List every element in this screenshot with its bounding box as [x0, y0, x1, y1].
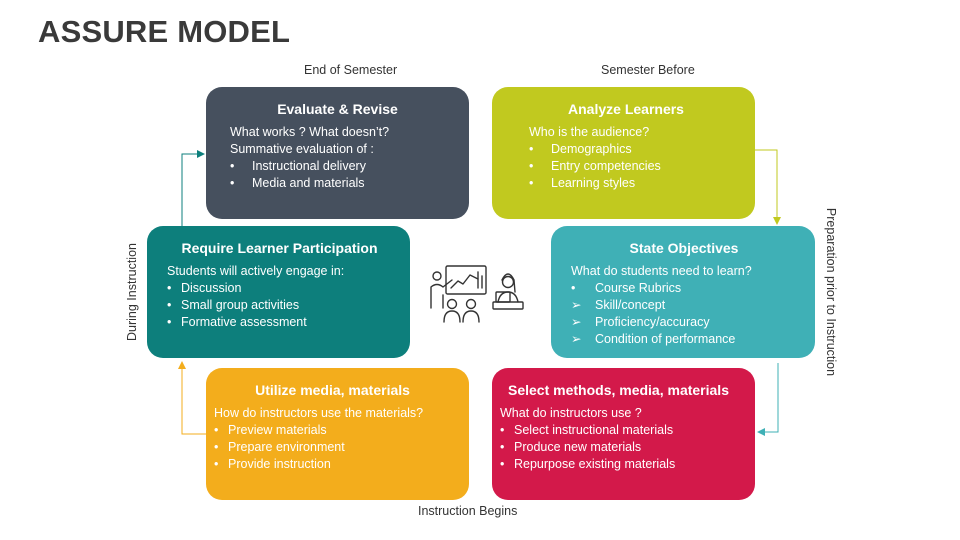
box-select-methods: Select methods, media, materials What do… [492, 368, 755, 500]
box-subtext: Summative evaluation of : [230, 142, 374, 156]
bullet-icon: • [167, 281, 172, 295]
bullet-icon: • [230, 176, 235, 190]
arrow-bullet-icon: ➢ [571, 332, 582, 346]
box-evaluate-revise: Evaluate & Revise What works ? What does… [206, 87, 469, 219]
caption-instruction-begins: Instruction Begins [418, 504, 518, 518]
box-question: Who is the audience? [529, 125, 650, 139]
box-question: Students will actively engage in: [167, 264, 345, 278]
bullet-icon: • [230, 159, 235, 173]
bullet-icon: • [571, 281, 576, 295]
list-item: •Preview materials [214, 423, 327, 437]
list-item: •Demographics [529, 142, 632, 156]
bullet-icon: • [167, 298, 172, 312]
list-item: ➢Proficiency/accuracy [571, 315, 710, 329]
box-state-objectives: State Objectives What do students need t… [551, 226, 815, 358]
bullet-icon: • [529, 176, 534, 190]
arrow-head-require-to-evaluate [197, 150, 205, 158]
caption-end-of-semester: End of Semester [304, 63, 398, 77]
bullet-icon: • [500, 457, 505, 471]
list-item: •Learning styles [529, 176, 636, 190]
arrow-bullet-icon: ➢ [571, 315, 582, 329]
bullet-icon: • [214, 423, 219, 437]
list-item: •Entry competencies [529, 159, 661, 173]
list-item: •Provide instruction [214, 457, 331, 471]
page-title: ASSURE MODEL [38, 14, 291, 49]
list-item: •Small group activities [167, 298, 300, 312]
list-item: •Produce new materials [500, 440, 642, 454]
box-require-learner-participation: Require Learner Participation Students w… [147, 226, 410, 358]
box-title: Utilize media, materials [255, 382, 410, 398]
list-item: •Select instructional materials [500, 423, 674, 437]
bullet-icon: • [214, 440, 219, 454]
list-item: •Prepare environment [214, 440, 345, 454]
caption-semester-before: Semester Before [601, 63, 695, 77]
list-item: ➢Condition of performance [571, 332, 736, 346]
list-item: •Media and materials [230, 176, 365, 190]
arrow-utilize-to-require [181, 368, 206, 435]
arrow-head-utilize-to-require [178, 361, 186, 369]
box-question: How do instructors use the materials? [214, 406, 424, 420]
box-utilize-media: Utilize media, materials How do instruct… [206, 368, 469, 500]
arrow-state-to-select [764, 363, 779, 433]
bullet-icon: • [500, 423, 505, 437]
box-title: Require Learner Participation [181, 240, 378, 256]
arrow-head-state-to-select [757, 428, 765, 436]
list-item: •Course Rubrics [571, 281, 682, 295]
box-title: Select methods, media, materials [508, 382, 729, 398]
box-title: State Objectives [629, 240, 739, 256]
box-analyze-learners: Analyze Learners Who is the audience? •D… [492, 87, 755, 219]
list-item: •Formative assessment [167, 315, 307, 329]
list-item: •Instructional delivery [230, 159, 366, 173]
box-question: What do instructors use ? [500, 406, 642, 420]
bullet-icon: • [167, 315, 172, 329]
arrow-head-analyze-to-state [773, 217, 781, 225]
bullet-icon: • [214, 457, 219, 471]
bullet-icon: • [500, 440, 505, 454]
box-title: Analyze Learners [568, 101, 684, 117]
arrow-bullet-icon: ➢ [571, 298, 582, 312]
box-question: What do students need to learn? [571, 264, 752, 278]
list-item: ➢Skill/concept [571, 298, 666, 312]
bullet-icon: • [529, 159, 534, 173]
box-title: Evaluate & Revise [277, 101, 398, 117]
list-item: •Discussion [167, 281, 242, 295]
arrow-require-to-evaluate [181, 153, 198, 226]
box-question: What works ? What doesn’t? [230, 125, 390, 139]
arrow-analyze-to-state [755, 149, 778, 218]
bullet-icon: • [529, 142, 534, 156]
list-item: •Repurpose existing materials [500, 457, 676, 471]
